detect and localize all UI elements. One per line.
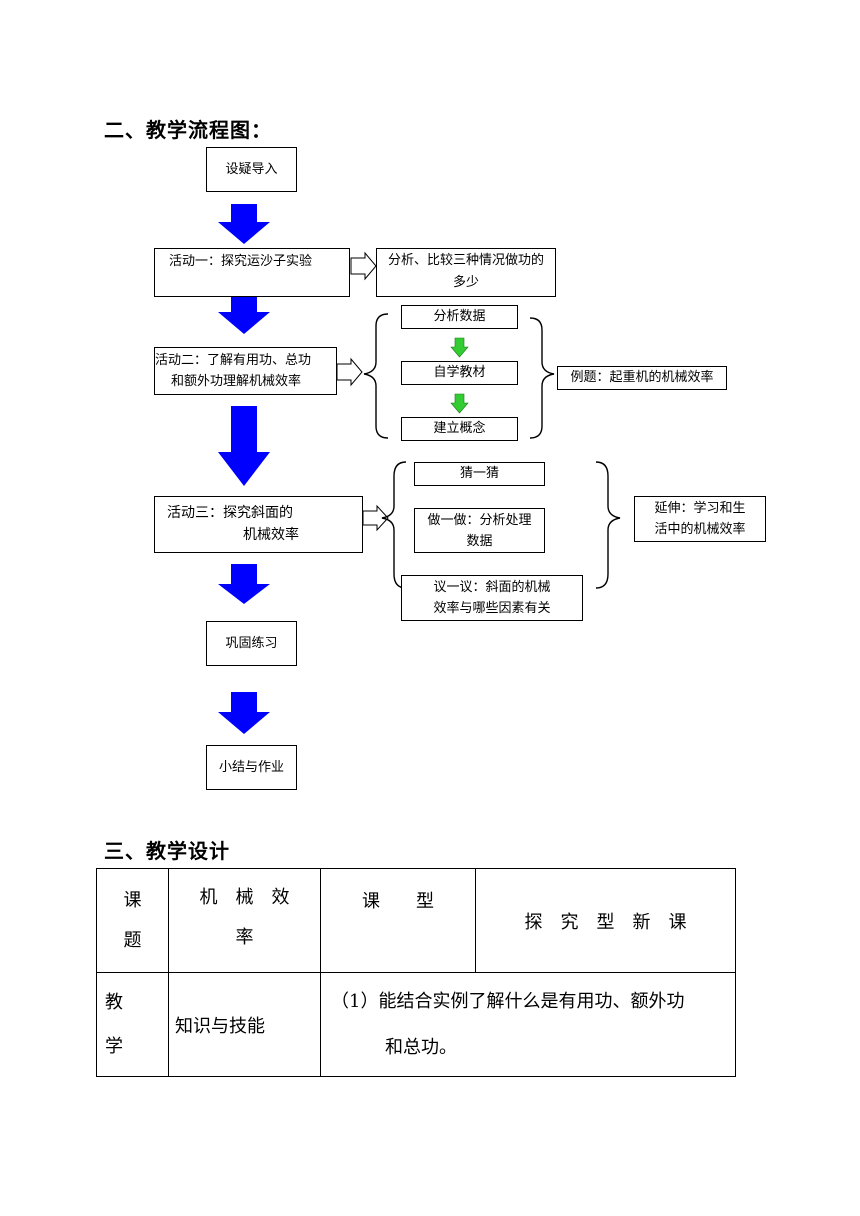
node-label: 活动一：探究运沙子实验 [169, 254, 313, 269]
node-label-line: 做一做：分析处理 [427, 513, 532, 528]
node-label-line: 活中的机械效率 [654, 522, 746, 537]
table-cell: 知识与技能 [168, 972, 321, 1077]
node-do: 做一做：分析处理 数据 [414, 508, 545, 553]
node-activity1-result: 分析、比较三种情况做功的 多少 [376, 248, 556, 297]
left-brace-icon [363, 313, 389, 439]
node-discuss: 议一议：斜面的机械 效率与哪些因素有关 [401, 575, 583, 621]
cell-text: 知识与技能 [175, 1015, 265, 1037]
node-label: 小结与作业 [218, 759, 284, 775]
node-label-line: 分析、比较三种情况做功的 [387, 253, 544, 268]
node-practice: 巩固练习 [206, 621, 297, 666]
cell-text: 机 械 效 [199, 886, 290, 908]
node-label-line: 数据 [466, 534, 493, 549]
table-cell: 教 学 [96, 972, 169, 1077]
node-label: 巩固练习 [225, 635, 278, 651]
cell-text: 题 [123, 929, 142, 951]
table-cell: 课 题 [96, 868, 169, 973]
node-label-line: 延伸：学习和生 [654, 501, 746, 516]
right-arrow-icon [350, 251, 377, 281]
down-arrow-icon [450, 337, 469, 358]
table-row: 课 题 机 械 效 率 课 型 探 究 型 新 课 [96, 868, 736, 973]
left-brace-icon [381, 461, 407, 589]
node-example: 例题：起重机的机械效率 [557, 366, 727, 390]
node-intro: 设疑导入 [206, 147, 297, 192]
cell-text: 教 [105, 991, 123, 1013]
node-label-line: 效率与哪些因素有关 [433, 601, 551, 616]
table-cell: 探 究 型 新 课 [475, 868, 736, 973]
cell-text: 学 [105, 1035, 123, 1057]
table-cell: （1）能结合实例了解什么是有用功、额外功 和总功。 [320, 972, 736, 1077]
node-label: 猜一猜 [459, 466, 499, 481]
section-heading-flowchart: 二、教学流程图： [104, 118, 272, 142]
node-label: 例题：起重机的机械效率 [570, 370, 714, 385]
cell-text: 课 [123, 889, 142, 911]
right-arrow-icon [362, 504, 389, 532]
table-row: 教 学 知识与技能 （1）能结合实例了解什么是有用功、额外功 和总功。 [96, 972, 736, 1077]
node-analyze-data: 分析数据 [401, 305, 518, 329]
node-label-line: 多少 [452, 275, 479, 290]
node-label: 分析数据 [433, 309, 486, 324]
node-activity2: 活动二：了解有用功、总功 和额外功理解机械效率 [154, 347, 337, 395]
node-label: 自学教材 [433, 365, 486, 380]
node-build-concept: 建立概念 [401, 417, 518, 441]
down-arrow-icon [218, 294, 270, 334]
cell-text: 探 究 型 新 课 [524, 911, 687, 933]
cell-text: （1）能结合实例了解什么是有用功、额外功 [331, 990, 685, 1012]
cell-text: 率 [235, 926, 254, 948]
down-arrow-icon [450, 393, 469, 414]
right-brace-icon [529, 317, 555, 439]
node-label-line: 活动三：探究斜面的 [167, 505, 293, 521]
node-label: 建立概念 [433, 421, 486, 436]
node-activity1: 活动一：探究运沙子实验 [154, 248, 350, 297]
cell-text: 课 型 [362, 891, 434, 912]
node-label: 设疑导入 [225, 161, 278, 177]
node-label-line: 机械效率 [243, 527, 299, 543]
right-brace-icon [595, 461, 621, 589]
table-cell: 课 型 [320, 868, 476, 973]
node-label-line: 议一议：斜面的机械 [433, 580, 551, 595]
teaching-design-table: 课 题 机 械 效 率 课 型 探 究 型 新 课 教 学 知识与技能 （1）能… [96, 868, 736, 1077]
node-label-line: 和额外功理解机械效率 [171, 374, 302, 389]
node-self-study: 自学教材 [401, 361, 518, 385]
node-extension: 延伸：学习和生 活中的机械效率 [634, 496, 766, 542]
section-heading-design: 三、教学设计 [104, 839, 230, 863]
cell-text: 和总功。 [385, 1036, 457, 1058]
node-guess: 猜一猜 [414, 462, 545, 486]
down-arrow-icon [218, 406, 270, 486]
table-cell: 机 械 效 率 [168, 868, 321, 973]
down-arrow-icon [218, 692, 270, 734]
down-arrow-icon [218, 564, 270, 604]
node-label-line: 活动二：了解有用功、总功 [155, 353, 312, 368]
down-arrow-icon [218, 204, 270, 244]
node-activity3: 活动三：探究斜面的 机械效率 [154, 496, 363, 553]
right-arrow-icon [336, 357, 363, 387]
node-summary: 小结与作业 [206, 745, 297, 790]
